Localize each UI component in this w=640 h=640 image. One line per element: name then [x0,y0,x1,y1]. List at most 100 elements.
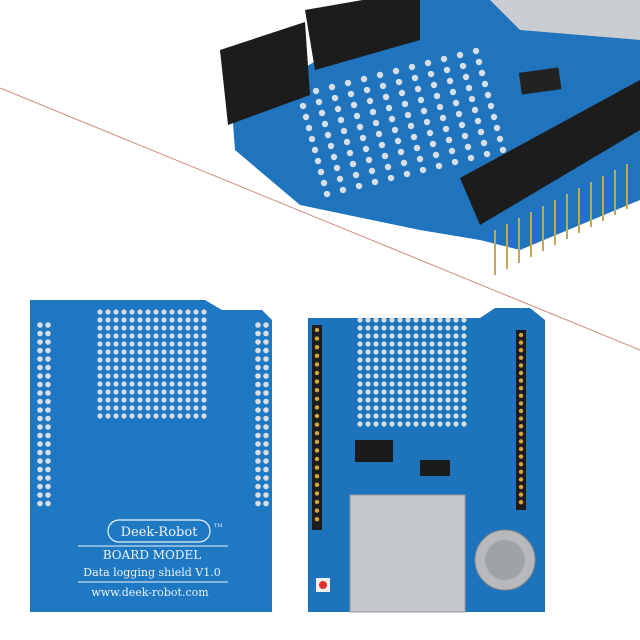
pad-hole [161,317,167,323]
pad-hole [201,349,207,355]
pad-hole [145,333,151,339]
pad-hole [421,381,427,387]
pad-hole [121,389,127,395]
pad-hole [405,397,411,403]
pad-hole [405,373,411,379]
pad-hole [153,373,159,379]
pad-hole [37,475,43,481]
pad-hole [465,84,473,92]
trademark: TM [214,523,222,529]
pad-hole [421,421,427,427]
pad-hole [314,396,320,401]
pad-hole [263,449,269,456]
pad-hole [365,325,371,331]
pad-hole [357,333,363,339]
pad-hole [421,365,427,371]
pad-hole [153,309,159,315]
pad-hole [421,389,427,395]
pad-hole [97,309,103,315]
pad-hole [153,365,159,371]
pad-hole [263,390,269,396]
pad-hole [201,381,207,387]
pad-hole [356,123,364,131]
pad-hole [405,389,411,395]
pad-hole [365,365,371,371]
pad-hole [169,413,175,419]
pad-hole [255,356,261,362]
pad-hole [413,413,419,419]
pad-hole [169,349,175,355]
pad-hole [429,413,435,419]
pad-hole [45,364,51,371]
pad-hole [129,397,135,403]
pad-hole [97,325,103,331]
pad-hole [45,347,51,354]
pad-hole [429,421,435,427]
pad-hole [45,390,51,396]
pad-hole [359,134,367,142]
pad-hole [421,325,427,331]
pad-hole [437,365,443,371]
pad-hole [105,317,111,323]
pad-hole [413,373,419,379]
pad-hole [137,397,143,403]
pad-hole [352,171,360,179]
pad-hole [357,373,363,379]
pad-hole [381,389,387,395]
pad-hole [429,357,435,363]
pad-hole [185,349,191,355]
pad-hole [145,325,151,331]
pad-hole [357,381,363,387]
pad-hole [193,333,199,339]
pad-hole [437,397,443,403]
pad-hole [153,413,159,419]
pad-hole [478,69,486,77]
pad-hole [193,325,199,331]
pad-hole [37,339,43,345]
pad-hole [453,413,459,419]
pad-hole [161,349,167,355]
pad-hole [113,413,119,419]
pad-hole [105,365,111,371]
pad-hole [472,47,480,55]
pad-hole [185,325,191,331]
pad-hole [453,349,459,355]
pad-hole [145,397,151,403]
pad-hole [169,389,175,395]
pad-hole [314,345,320,350]
pad-hole [45,432,51,439]
pad-hole [137,405,143,411]
pad-hole [373,349,379,355]
pad-hole [129,373,135,379]
pad-hole [389,357,395,363]
pad-hole [185,397,191,403]
pad-hole [413,144,421,152]
pad-hole [45,441,51,447]
pad-hole [453,373,459,379]
pad-hole [185,365,191,371]
pad-hole [432,151,440,159]
pad-hole [518,462,524,467]
pad-hole [417,96,425,104]
pad-hole [137,357,143,363]
pad-hole [145,349,151,355]
pad-hole [314,388,320,393]
pad-hole [105,349,111,355]
pad-hole [426,129,434,137]
pad-hole [429,317,435,323]
pad-hole [314,336,320,341]
pad-hole [263,415,269,422]
pad-hole [45,322,51,328]
pad-hole [330,153,338,161]
pad-hole [311,146,319,154]
pad-hole [429,389,435,395]
pad-hole [177,365,183,371]
pad-hole [373,357,379,363]
pad-hole [129,381,135,387]
pad-hole [365,389,371,395]
pad-hole [201,365,207,371]
pad-hole [317,168,325,176]
pad-hole [427,70,435,78]
pad-hole [397,397,403,403]
pad-hole [445,389,451,395]
